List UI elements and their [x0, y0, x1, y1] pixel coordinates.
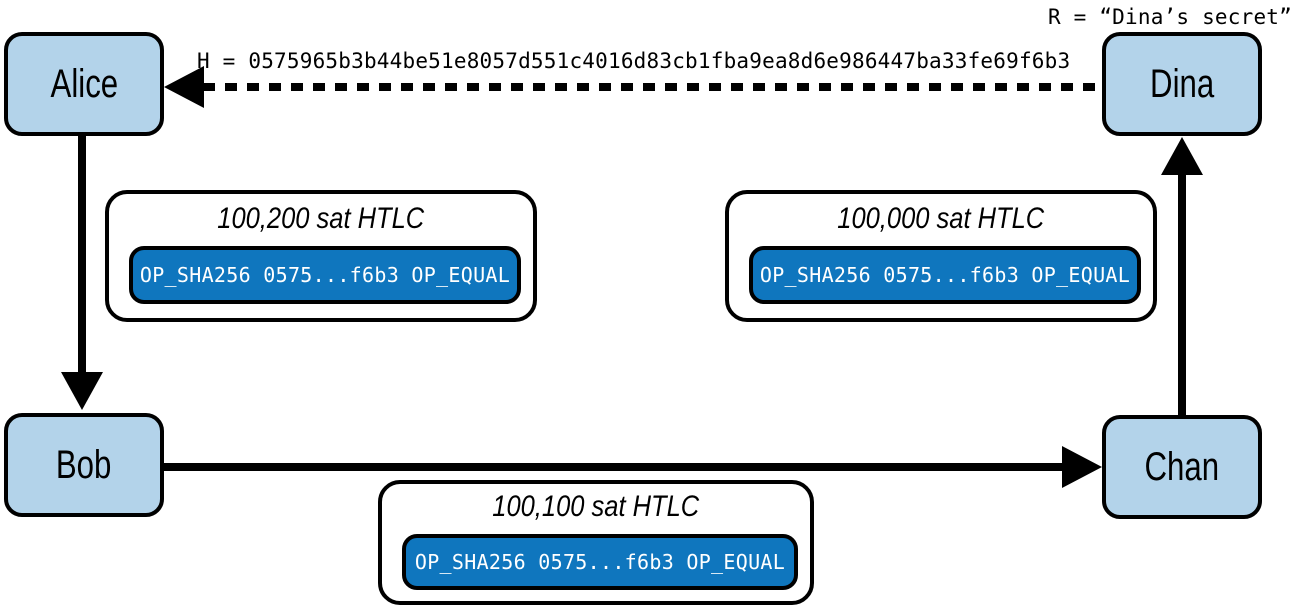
- htlc-chan-dina-amount-label: 100,000 sat HTLC: [837, 202, 1045, 235]
- node-dina: Dina: [1102, 32, 1262, 136]
- node-bob: Bob: [4, 413, 164, 517]
- node-bob-label: Bob: [56, 442, 112, 487]
- htlc-bob-chan-amount: 100,100 sat HTLC: [382, 490, 810, 524]
- edge-bob-to-chan-arrowhead-right-icon: [1062, 446, 1102, 488]
- htlc-chan-dina-script: OP_SHA256 0575...f6b3 OP_EQUAL: [759, 263, 1131, 287]
- htlc-alice-bob-script-box: OP_SHA256 0575...f6b3 OP_EQUAL: [129, 246, 521, 304]
- hash-note: H = 0575965b3b44be51e8057d551c4016d83cb1…: [197, 49, 1071, 73]
- edge-chan-to-dina-line: [1178, 172, 1186, 417]
- edge-bob-to-chan-line: [162, 463, 1064, 471]
- htlc-chan-dina-script-box: OP_SHA256 0575...f6b3 OP_EQUAL: [749, 246, 1141, 304]
- htlc-box-alice-bob: 100,200 sat HTLC OP_SHA256 0575...f6b3 O…: [105, 190, 537, 322]
- edge-dina-to-alice-dashed-line: [203, 83, 1102, 91]
- node-dina-label: Dina: [1149, 61, 1215, 106]
- htlc-chan-dina-amount: 100,000 sat HTLC: [729, 202, 1153, 236]
- htlc-bob-chan-amount-label: 100,100 sat HTLC: [492, 490, 700, 523]
- htlc-box-bob-chan: 100,100 sat HTLC OP_SHA256 0575...f6b3 O…: [378, 480, 814, 605]
- htlc-box-chan-dina: 100,000 sat HTLC OP_SHA256 0575...f6b3 O…: [725, 190, 1157, 322]
- node-chan-label: Chan: [1144, 444, 1220, 489]
- htlc-bob-chan-script-box: OP_SHA256 0575...f6b3 OP_EQUAL: [402, 534, 798, 590]
- htlc-alice-bob-script: OP_SHA256 0575...f6b3 OP_EQUAL: [139, 263, 511, 287]
- node-chan: Chan: [1102, 415, 1262, 519]
- htlc-alice-bob-amount-label: 100,200 sat HTLC: [217, 202, 425, 235]
- htlc-bob-chan-script: OP_SHA256 0575...f6b3 OP_EQUAL: [414, 550, 786, 574]
- htlc-alice-bob-amount: 100,200 sat HTLC: [109, 202, 533, 236]
- edge-dina-to-alice-arrowhead-left-icon: [164, 66, 204, 108]
- edge-alice-to-bob-arrowhead-down-icon: [61, 372, 103, 410]
- node-alice-label: Alice: [50, 61, 118, 106]
- edge-chan-to-dina-arrowhead-up-icon: [1161, 137, 1203, 175]
- edge-alice-to-bob-line: [78, 134, 86, 374]
- node-alice: Alice: [4, 32, 164, 136]
- dina-secret-note: R = “Dina’s secret”: [1047, 5, 1292, 29]
